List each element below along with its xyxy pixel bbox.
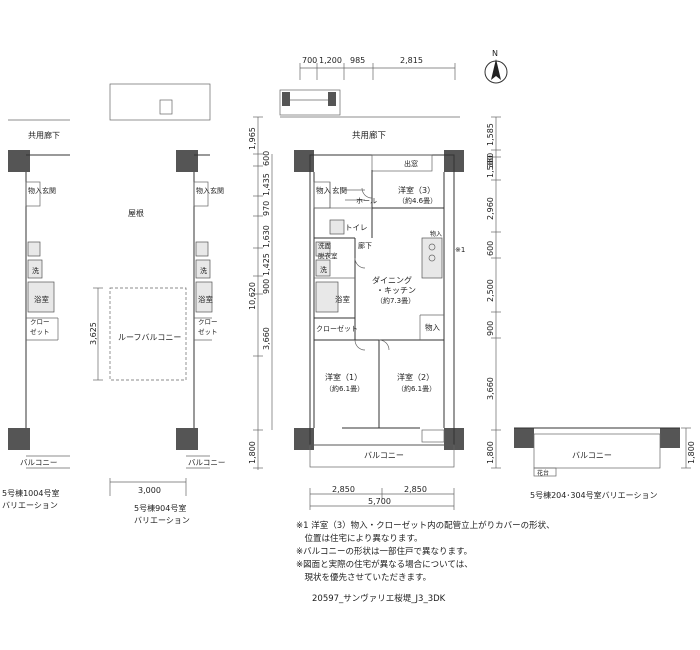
- svg-text:600: 600: [262, 151, 271, 166]
- note-line: ※1 洋室（3）物入・クローゼット内の配管立上がりカバーの形状、: [296, 521, 555, 531]
- svg-text:出窓: 出窓: [404, 159, 418, 168]
- room-storage: 物入: [425, 322, 440, 332]
- svg-text:970: 970: [262, 201, 271, 216]
- dim-985: 985: [350, 56, 365, 65]
- svg-text:900: 900: [262, 279, 271, 294]
- bottom-dimension-line: 2,850 2,850 5,700: [309, 485, 455, 510]
- file-code: 20597_サンヴァリエ桜堤_J3_3DK: [312, 594, 446, 604]
- room-corridor: 廊下: [358, 241, 372, 250]
- variant-204-304-plan: バルコニー 花台 1,800 5号棟204･304号室バリエーション: [514, 427, 696, 500]
- svg-text:1,965: 1,965: [248, 127, 257, 150]
- svg-text:バリエーション: バリエーション: [134, 516, 190, 525]
- svg-text:・キッチン: ・キッチン: [376, 286, 416, 295]
- roof-label: 屋根: [128, 208, 144, 218]
- svg-text:600: 600: [486, 241, 495, 256]
- svg-text:3,660: 3,660: [262, 327, 271, 350]
- note-line: ※バルコニーの形状は一部住戸で異なります。: [296, 547, 473, 557]
- svg-text:1,630: 1,630: [262, 225, 271, 248]
- notes-block: ※1 洋室（3）物入・クローゼット内の配管立上がりカバーの形状、 位置は住宅によ…: [296, 520, 596, 585]
- svg-text:浴室: 浴室: [34, 294, 49, 304]
- room-toilet: トイレ: [345, 223, 368, 232]
- svg-text:花台: 花台: [537, 469, 549, 477]
- note-line: 現状を優先させていただきます。: [296, 573, 432, 583]
- top-structure: [279, 89, 460, 118]
- room-bed3: 洋室（3）: [398, 185, 435, 195]
- room-washroom: 洗面: [318, 241, 332, 250]
- svg-text:洗: 洗: [200, 266, 207, 275]
- svg-text:2,960: 2,960: [486, 197, 495, 220]
- roof-balcony-label: ルーフバルコニー: [118, 333, 181, 342]
- svg-text:物入: 物入: [316, 185, 331, 195]
- dim-2815: 2,815: [400, 56, 423, 65]
- svg-text:ゼット: ゼット: [30, 327, 50, 336]
- svg-text:クロー: クロー: [30, 318, 50, 326]
- svg-text:1,580: 1,580: [486, 155, 495, 178]
- main-room-labels: 洋室（3） （約4.6畳） 物入 玄関 ホール トイレ 廊下 洗面 脱衣室 洗 …: [316, 185, 465, 460]
- svg-text:玄関: 玄関: [42, 186, 56, 195]
- svg-text:1,425: 1,425: [262, 253, 271, 276]
- svg-text:（約4.6畳）: （約4.6畳）: [398, 196, 437, 205]
- bottom-total: 5,700: [368, 497, 391, 506]
- right-dimension-column: 1,585 380 1,580 2,960 600 2,500 900 3,66…: [486, 116, 501, 469]
- variant-204-304-caption: 5号棟204･304号室バリエーション: [530, 490, 657, 500]
- note-line: ※図面と実際の住宅が異なる場合については、: [296, 560, 473, 570]
- svg-text:1,585: 1,585: [486, 123, 495, 146]
- svg-text:バルコニー: バルコニー: [572, 451, 612, 460]
- room-bath: 浴室: [335, 294, 350, 304]
- svg-text:900: 900: [486, 321, 495, 336]
- north-arrow-icon: N: [484, 49, 508, 84]
- variant-904-plan: 屋根 物入 玄関 洗 浴室 クロー ゼット ルーフバルコニー 3,625 バルコ…: [89, 83, 225, 525]
- svg-text:3,660: 3,660: [486, 377, 495, 400]
- room-dk: ダイニング: [372, 275, 412, 285]
- svg-text:物入: 物入: [28, 186, 42, 195]
- total-height: 10,620: [248, 282, 257, 310]
- note-line: 位置は住宅により異なります。: [296, 534, 423, 544]
- svg-text:380: 380: [486, 153, 495, 168]
- room-bed1: 洋室（1）: [325, 372, 362, 382]
- room-entrance: 玄関: [332, 185, 347, 195]
- svg-text:洗: 洗: [32, 266, 39, 275]
- svg-text:（約6.1畳）: （約6.1畳）: [397, 384, 436, 393]
- svg-text:バルコニー: バルコニー: [188, 458, 225, 467]
- main-floor-plan: 出窓: [294, 150, 464, 468]
- svg-text:洗: 洗: [320, 265, 327, 274]
- room-closet: クローゼット: [316, 324, 358, 333]
- svg-text:物入: 物入: [430, 230, 442, 238]
- svg-text:バリエーション: バリエーション: [2, 501, 58, 510]
- svg-text:2,500: 2,500: [486, 279, 495, 302]
- room-balcony: バルコニー: [364, 451, 404, 460]
- corridor-label: 共用廊下: [352, 130, 387, 141]
- dim-700: 700: [302, 56, 317, 65]
- svg-text:1,800: 1,800: [687, 441, 696, 464]
- svg-text:（約6.1畳）: （約6.1畳）: [325, 384, 364, 393]
- svg-text:共用廊下: 共用廊下: [28, 130, 60, 140]
- room-bed2: 洋室（2）: [397, 372, 434, 382]
- svg-text:浴室: 浴室: [198, 294, 213, 304]
- top-dimension-line: 700 1,200 985 2,815: [299, 56, 456, 80]
- svg-text:1,800: 1,800: [248, 441, 257, 464]
- variant-1004-plan: 共用廊下 物入 玄関 洗 浴室 クロー ゼット バルコニー 5号棟1004号室 …: [2, 119, 70, 510]
- svg-text:ゼット: ゼット: [198, 327, 218, 336]
- variant-1004-caption: 5号棟1004号室: [2, 488, 59, 498]
- svg-text:物入: 物入: [196, 186, 210, 195]
- svg-text:クロー: クロー: [198, 318, 218, 326]
- room-hall: ホール: [356, 197, 377, 205]
- svg-text:バルコニー: バルコニー: [20, 458, 57, 467]
- svg-text:1,435: 1,435: [262, 173, 271, 196]
- svg-text:（約7.3畳）: （約7.3畳）: [376, 296, 415, 305]
- svg-text:玄関: 玄関: [210, 186, 224, 195]
- svg-text:3,000: 3,000: [138, 486, 161, 495]
- svg-text:2,850: 2,850: [332, 485, 355, 494]
- svg-text:N: N: [492, 49, 498, 58]
- svg-text:※1: ※1: [455, 246, 465, 254]
- svg-text:2,850: 2,850: [404, 485, 427, 494]
- svg-text:脱衣室: 脱衣室: [318, 251, 338, 260]
- variant-904-caption: 5号棟904号室: [134, 503, 186, 513]
- svg-text:3,625: 3,625: [89, 322, 98, 345]
- svg-text:1,800: 1,800: [486, 441, 495, 464]
- dim-1200: 1,200: [319, 56, 342, 65]
- left-dimension-column: 1,965 600 1,435 970 1,630 1,425 900 3,66…: [248, 116, 273, 470]
